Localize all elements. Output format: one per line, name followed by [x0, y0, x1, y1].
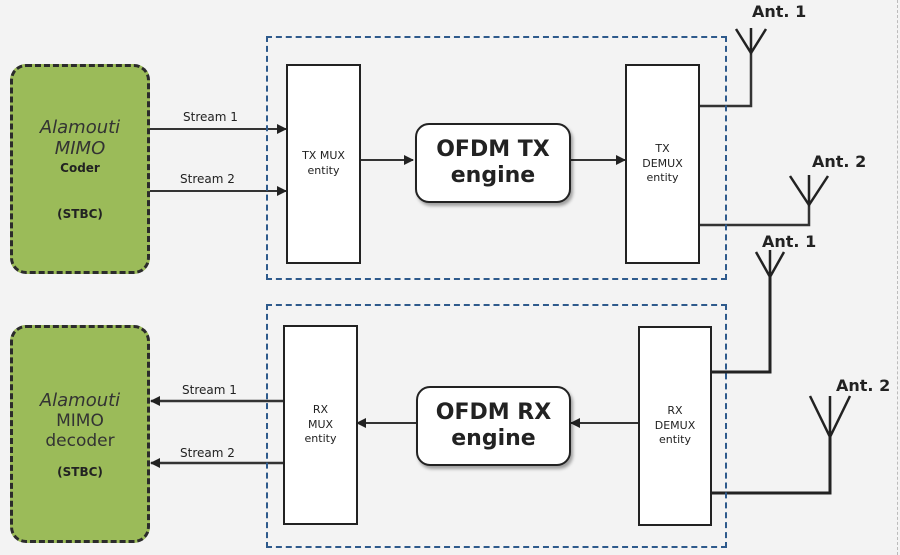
- alamouti-decoder-block: Alamouti MIMO decoder (STBC): [10, 325, 150, 543]
- tx-stream-2-label: Stream 2: [180, 172, 235, 186]
- rx-mux-label: RX: [312, 402, 329, 416]
- rx-stream-1-label: Stream 1: [182, 383, 237, 397]
- ofdm-tx-subtitle: engine: [450, 163, 536, 188]
- decoder-title: Alamouti: [39, 389, 121, 411]
- rx-stream-2-label: Stream 2: [180, 446, 235, 460]
- rx-ant1-feed: [711, 277, 772, 374]
- ofdm-rx-title: OFDM RX: [435, 399, 552, 425]
- tx-ant1-icon: [734, 28, 768, 56]
- ofdm-tx-engine: OFDM TX engine: [415, 123, 571, 203]
- decoder-label: decoder: [45, 430, 115, 451]
- coder-stbc-label: (STBC): [57, 207, 103, 221]
- tx-ant2-label: Ant. 2: [812, 152, 867, 171]
- rx-mux-entity-label: entity: [304, 432, 337, 446]
- coder-title: Alamouti: [39, 117, 121, 138]
- tx-stream-1-label: Stream 1: [183, 110, 238, 124]
- tx-demux-entity: TX DEMUX entity: [625, 64, 700, 264]
- rx-demux-entity: RX DEMUX entity: [638, 326, 712, 526]
- rx-demux-sublabel: DEMUX: [654, 418, 696, 432]
- coder-subtitle: MIMO: [54, 138, 106, 159]
- decoder-stbc-label: (STBC): [57, 464, 103, 479]
- rx-ant2-label: Ant. 2: [836, 376, 891, 395]
- ofdm-rx-subtitle: engine: [451, 426, 536, 451]
- ofdm-tx-title: OFDM TX: [436, 136, 550, 162]
- tx-ant1-label: Ant. 1: [752, 2, 807, 21]
- tx-demux-sublabel: DEMUX: [642, 156, 683, 170]
- rx-mux-sublabel: MUX: [307, 417, 334, 431]
- rx-group-boundary: [266, 304, 727, 548]
- rx-ant1-icon: [754, 250, 786, 280]
- tx-ant2-feed: [699, 205, 811, 227]
- rx-demux-entity-label: entity: [659, 433, 691, 447]
- rx-ant2-icon: [808, 395, 852, 440]
- decoder-subtitle: MIMO: [56, 410, 104, 431]
- coder-label: Coder: [60, 161, 100, 175]
- rx-demux-label: RX: [667, 403, 683, 417]
- tx-mux-sublabel: entity: [307, 164, 340, 177]
- tx-mux-entity: TX MUX entity: [286, 64, 361, 264]
- ofdm-rx-engine: OFDM RX engine: [416, 386, 571, 466]
- page-edge-divider: [897, 0, 898, 555]
- tx-ant1-feed: [699, 53, 753, 108]
- tx-mux-label: TX MUX: [302, 149, 345, 163]
- rx-mux-entity: RX MUX entity: [283, 325, 358, 525]
- rx-ant2-feed: [711, 437, 832, 495]
- tx-demux-label: TX: [655, 141, 670, 155]
- tx-ant2-icon: [788, 175, 830, 208]
- rx-ant1-label: Ant. 1: [762, 232, 817, 251]
- tx-group-boundary: [266, 36, 727, 280]
- tx-demux-entity-label: entity: [646, 171, 679, 185]
- alamouti-coder-block: Alamouti MIMO Coder (STBC): [10, 64, 150, 274]
